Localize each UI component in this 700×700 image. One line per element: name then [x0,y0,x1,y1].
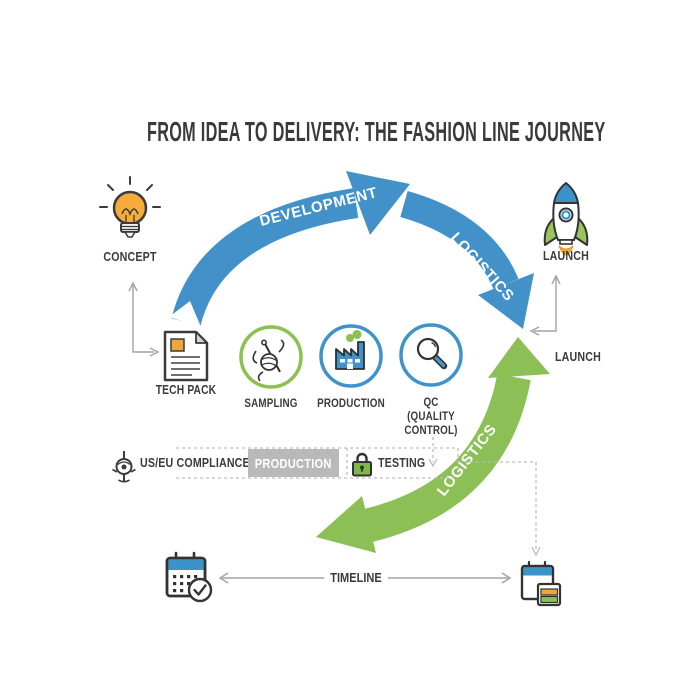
concept-label: CONCEPT [103,249,157,264]
page-title: FROM IDEA TO DELIVERY: THE FASHION LINE … [147,116,606,147]
production-label: PRODUCTION [317,396,385,410]
testing-calendar-connector [458,461,541,557]
magnifier-icon [416,337,448,370]
calendar-schedule-icon [520,560,562,607]
tech-pack-label: TECH PACK [155,383,217,397]
qc-ring [399,323,463,387]
qc-label-line1: QC [423,395,439,409]
logistics-green-arrow: LOGISTICS [316,337,550,553]
qc-label: QC (QUALITY CONTROL) [404,395,457,437]
rocket-icon [543,182,589,256]
production-stage-box: PRODUCTION [248,449,339,477]
factory-icon [335,330,365,370]
sampling-label: SAMPLING [244,396,298,410]
launch-side-label: LAUNCH [555,349,601,364]
production-stage-label: PRODUCTION [255,455,332,471]
qc-label-line3: CONTROL) [404,423,458,438]
logistics-blue-arrow: LOGISTICS [400,191,534,329]
development-arrow: DEVELOPMENT [169,171,410,327]
production-ring [319,324,383,388]
qc-testing-connector [428,437,438,468]
needle-thread-icon [252,339,285,382]
calendar-check-icon [165,551,213,603]
lock-icon [352,452,372,477]
compliance-band-border [176,447,459,479]
lightbulb-icon [99,176,161,238]
document-icon [163,330,209,382]
launch-connector [529,274,561,336]
sampling-ring [239,325,303,389]
stamp-icon [112,451,136,483]
testing-label: TESTING [378,455,426,470]
concept-techpack-connector [128,281,160,357]
qc-label-line2: (QUALITY [407,409,455,424]
compliance-label: US/EU COMPLIANCE [140,455,250,470]
launch-top-label: LAUNCH [543,248,589,263]
timeline-label: TIMELINE [324,570,388,585]
